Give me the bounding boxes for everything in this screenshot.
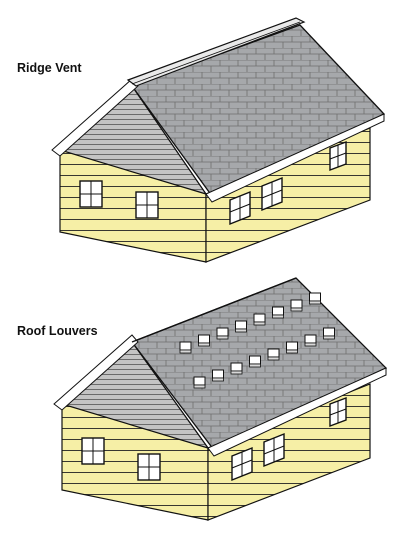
window [229, 190, 251, 226]
louver-vent [290, 299, 303, 312]
ridge-vent-house: Ridge Vent [17, 17, 386, 263]
window [137, 453, 161, 481]
louver-vent [198, 334, 210, 347]
louver-vent [193, 376, 206, 389]
louver-vent [235, 320, 247, 333]
window [135, 191, 159, 219]
louver-vent [179, 341, 192, 354]
window [81, 437, 105, 465]
roof-louvers-label: Roof Louvers [17, 324, 98, 338]
window [329, 396, 347, 428]
roof-louvers-house: Roof Louvers [17, 277, 388, 521]
side-fascia [205, 113, 385, 203]
louver-vent [253, 313, 266, 326]
louver-vent [304, 334, 317, 347]
louver-vent [309, 292, 321, 305]
louver-vent [272, 306, 284, 319]
roof-louvers [179, 292, 335, 389]
louver-vent [267, 348, 280, 361]
louver-vent [230, 362, 243, 375]
window [231, 446, 253, 482]
louver-vent [286, 341, 298, 354]
louver-vent [323, 327, 335, 340]
window [79, 180, 103, 208]
front-fascia [53, 334, 139, 411]
ridge-vent-label: Ridge Vent [17, 61, 82, 75]
window [263, 432, 285, 468]
side-fascia [207, 367, 387, 457]
window [329, 140, 347, 172]
louver-vent [249, 355, 261, 368]
louver-vent [216, 327, 229, 340]
window [261, 176, 283, 212]
louver-vent [212, 369, 224, 382]
front-fascia [51, 78, 139, 157]
